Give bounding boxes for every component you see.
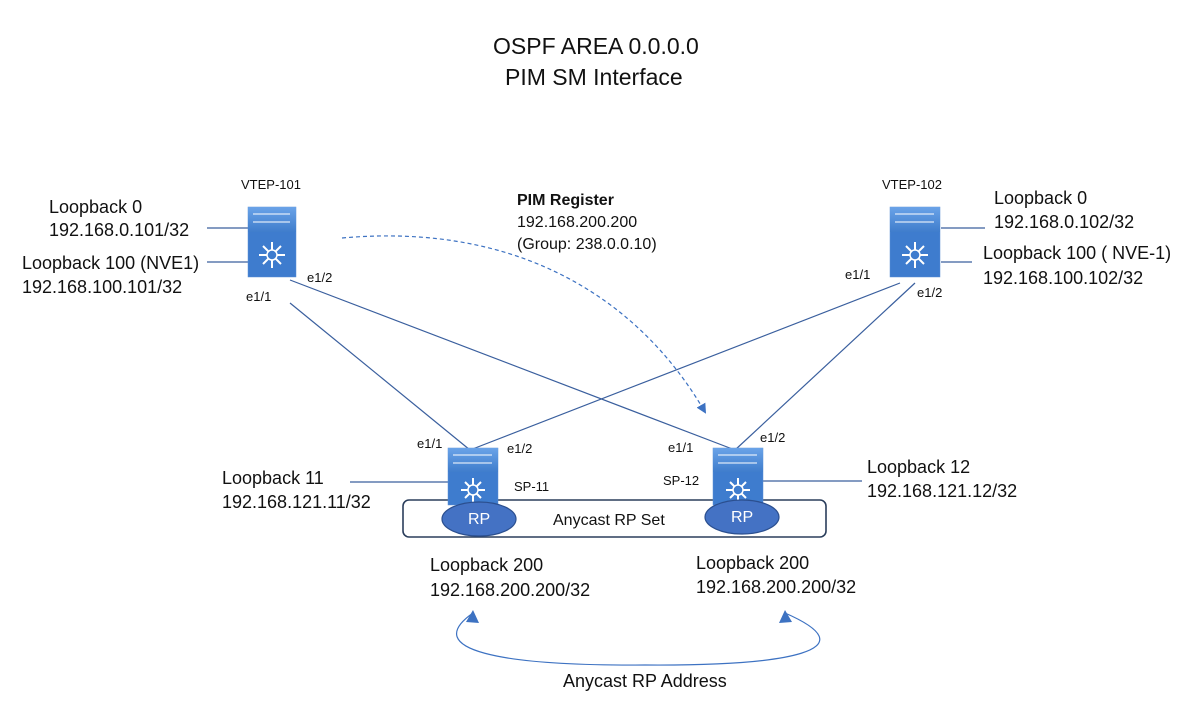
sp11-port-e11: e1/1 (417, 436, 443, 451)
diagram-title-line1: OSPF AREA 0.0.0.0 (493, 33, 699, 59)
pim-register-heading: PIM Register (517, 192, 614, 209)
vtep101-loopback100-label: Loopback 100 (NVE1) (22, 253, 200, 273)
vtep102-switch-icon (889, 206, 941, 278)
vtep101-port-e11: e1/1 (246, 289, 272, 304)
link-vtep101-e12-sp12 (289, 279, 736, 451)
link-vtep101-e11-sp11 (289, 302, 471, 451)
anycast-rp-address-label: Anycast RP Address (563, 671, 727, 691)
vtep102-loopback100-ip: 192.168.100.102/32 (983, 268, 1144, 288)
link-vtep102-e12-sp12 (734, 282, 916, 451)
vtep101-name: VTEP-101 (241, 177, 301, 192)
vtep101-loopback0-label: Loopback 0 (49, 197, 143, 217)
sp11-name: SP-11 (514, 479, 550, 494)
anycast-rp-set-box (402, 499, 827, 538)
vtep101-port-e12: e1/2 (307, 270, 333, 285)
vtep102-port-e11: e1/1 (845, 267, 871, 282)
sp11-rp-label: RP (468, 511, 491, 528)
sp11-switch-icon (447, 447, 499, 506)
diagram-title-line2: PIM SM Interface (505, 64, 683, 90)
vtep101-switch-icon (247, 206, 297, 278)
anycast-rp-set-label: Anycast RP Set (553, 512, 665, 529)
vtep102-name: VTEP-102 (882, 177, 942, 192)
sp12-port-e12: e1/2 (760, 430, 786, 445)
pim-register-arrow (341, 235, 707, 414)
vtep102-loopback100-label: Loopback 100 ( NVE-1) (983, 243, 1172, 263)
sp12-name: SP-12 (663, 473, 700, 488)
sp11-lb200-ip: 192.168.200.200/32 (430, 580, 591, 600)
vtep101-loopback0-ip: 192.168.0.101/32 (49, 220, 190, 240)
sp11-port-e12: e1/2 (507, 441, 533, 456)
anycast-address-arrow (456, 612, 821, 666)
sp12-port-e11: e1/1 (668, 440, 694, 455)
pim-register-group: (Group: 238.0.0.10) (517, 236, 657, 253)
sp12-switch-icon (712, 447, 764, 506)
sp12-rp-ellipse (704, 499, 780, 535)
sp12-lb200-ip: 192.168.200.200/32 (696, 577, 857, 597)
sp12-lb200-label: Loopback 200 (696, 553, 810, 573)
vtep101-loopback100-ip: 192.168.100.101/32 (22, 277, 183, 297)
link-vtep102-e11-sp11 (469, 282, 901, 451)
sp12-loopback-ip: 192.168.121.12/32 (867, 481, 1018, 501)
sp11-lb200-label: Loopback 200 (430, 555, 544, 575)
sp11-loopback-label: Loopback 11 (222, 468, 324, 488)
sp12-loopback-label: Loopback 12 (867, 457, 971, 477)
vtep102-loopback0-ip: 192.168.0.102/32 (994, 212, 1135, 232)
sp11-loopback-ip: 192.168.121.11/32 (222, 492, 371, 512)
vtep102-loopback0-label: Loopback 0 (994, 188, 1088, 208)
pim-register-address: 192.168.200.200 (517, 214, 638, 231)
sp11-rp-ellipse (441, 501, 517, 537)
sp12-rp-label: RP (731, 509, 754, 526)
vtep102-port-e12: e1/2 (917, 285, 943, 300)
